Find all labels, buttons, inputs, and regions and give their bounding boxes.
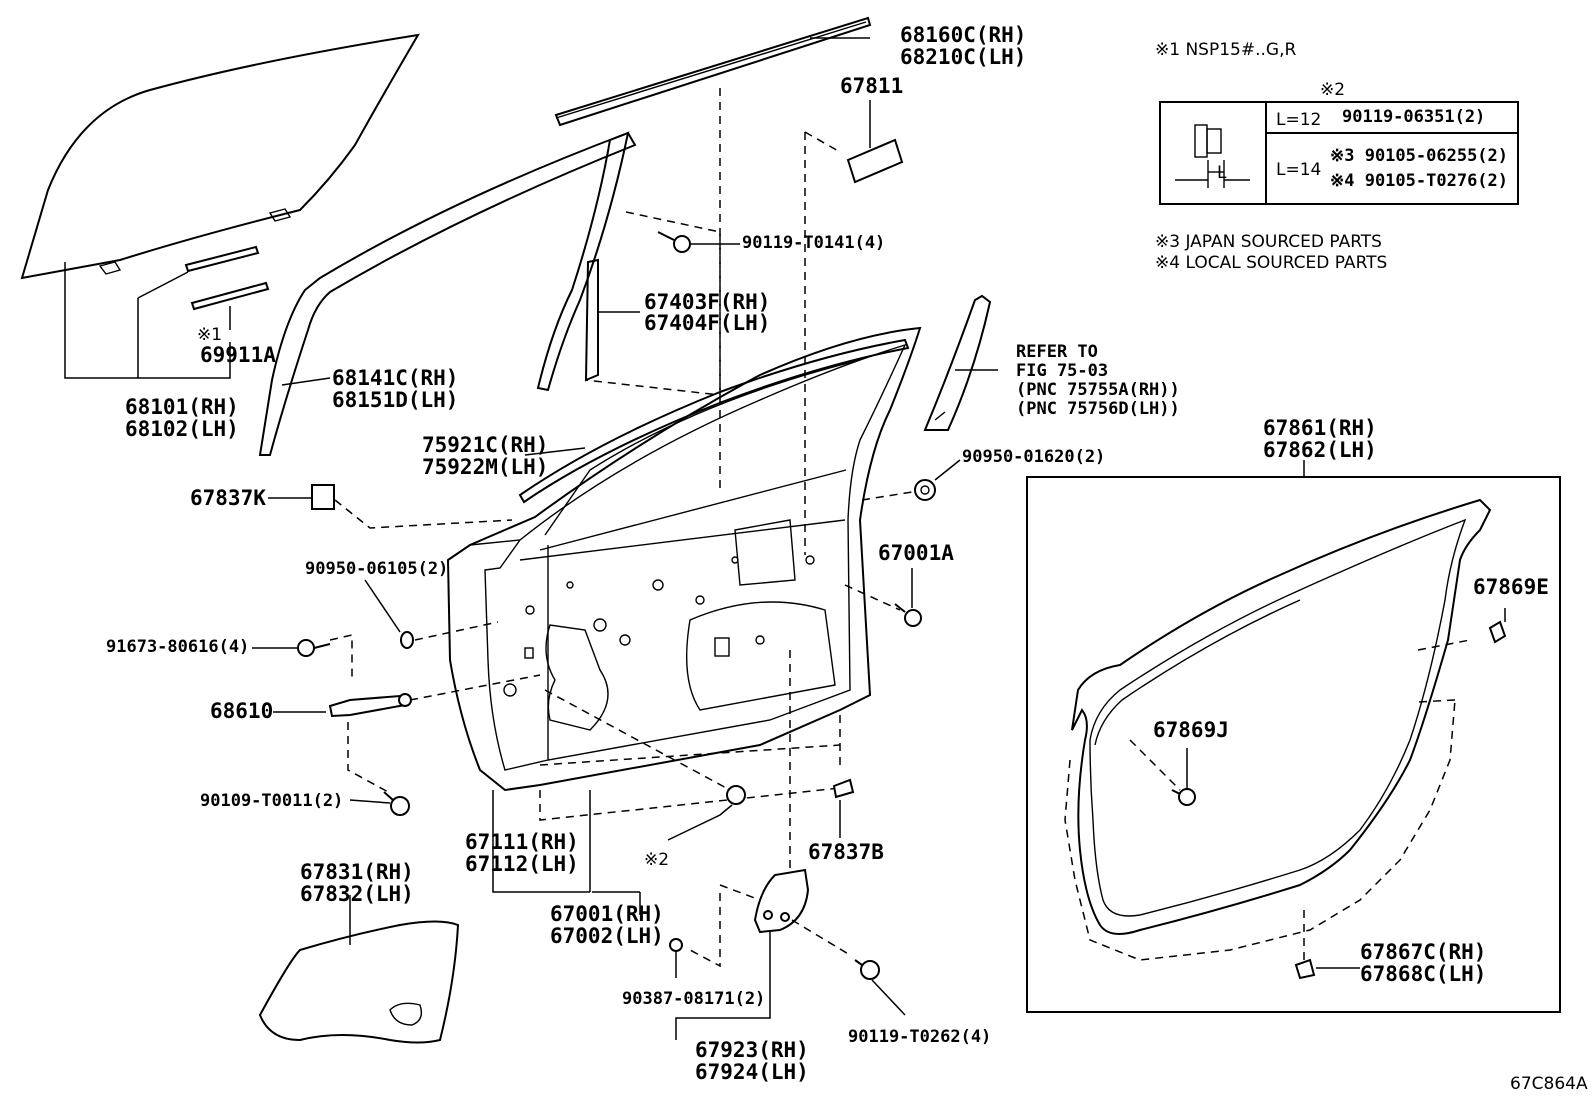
label-68101: 68101(RH) [125, 395, 239, 419]
label-refer-1: REFER TO [1016, 342, 1098, 362]
table-part-1: 90119-06351(2) [1342, 107, 1486, 127]
label-67862: 67862(LH) [1263, 438, 1377, 462]
figure-code: 67C864A [1510, 1074, 1588, 1094]
fastener-table [1159, 101, 1519, 205]
table-part-3: ※4 90105-T0276(2) [1330, 171, 1509, 191]
label-mark1: ※1 [197, 325, 223, 345]
note-2-header: ※2 [1320, 80, 1346, 100]
grommet-90950-01620 [914, 479, 936, 501]
door-glass [20, 33, 420, 280]
body-weatherstrip [1071, 498, 1492, 935]
label-67837b: 67837B [808, 840, 884, 864]
label-68141c: 68141C(RH) [332, 366, 459, 390]
fastener-illustration [1175, 124, 1250, 188]
pad-67837k [311, 484, 335, 510]
table-part-2: ※3 90105-06255(2) [1330, 146, 1509, 166]
pillar-channel [536, 131, 630, 392]
label-67861: 67861(RH) [1263, 416, 1377, 440]
label-90119-t0262: 90119-T0262(4) [848, 1027, 992, 1047]
label-67837k: 67837K [190, 486, 266, 510]
label-68210c: 68210C(LH) [900, 45, 1027, 69]
label-67403f: 67403F(RH) [644, 290, 771, 314]
label-67404f: 67404F(LH) [644, 311, 771, 335]
label-75921c: 75921C(RH) [422, 433, 549, 457]
label-90387: 90387-08171(2) [622, 989, 766, 1009]
label-67867c: 67867C(RH) [1360, 940, 1487, 964]
bolt-90119-t0262 [854, 959, 880, 980]
nut-90387 [669, 938, 683, 952]
table-length-2: L=14 [1276, 160, 1322, 180]
bolt-mark2 [726, 785, 746, 805]
dim-label: L [1217, 163, 1227, 183]
label-refer-2: FIG 75-03 [1016, 361, 1109, 381]
label-90950-06105: 90950-06105(2) [305, 559, 449, 579]
door-check-68610 [328, 693, 412, 718]
cushion-block-67811 [846, 138, 904, 184]
label-68151d: 68151D(LH) [332, 388, 459, 412]
table-divider-h [1265, 132, 1517, 134]
clip-67869e [1488, 620, 1507, 644]
label-67831: 67831(RH) [300, 860, 414, 884]
service-hole-cover [258, 920, 460, 1044]
label-67001: 67001(RH) [550, 902, 664, 926]
door-weatherstrip-outer [518, 338, 910, 504]
label-68610: 68610 [210, 699, 274, 723]
door-hinge [753, 868, 810, 934]
label-67112: 67112(LH) [465, 852, 579, 876]
glass-channel-strips [184, 245, 270, 311]
note-4: ※4 LOCAL SOURCED PARTS [1155, 253, 1388, 273]
label-67868c: 67868C(LH) [1360, 962, 1487, 986]
label-68160c: 68160C(RH) [900, 23, 1027, 47]
label-67869j: 67869J [1153, 718, 1229, 742]
label-90950-01620: 90950-01620(2) [962, 447, 1106, 467]
label-67811: 67811 [840, 74, 904, 98]
label-refer-3: (PNC 75755A(RH)) [1016, 380, 1180, 400]
label-67924: 67924(LH) [695, 1060, 809, 1084]
label-91673: 91673-80616(4) [106, 637, 250, 657]
label-67111: 67111(RH) [465, 830, 579, 854]
clip-67867c [1294, 958, 1316, 980]
bolt-90109 [383, 791, 410, 816]
pillar-garnish [923, 294, 992, 431]
table-length-1: L=12 [1276, 110, 1322, 130]
bolt-91673 [297, 639, 331, 657]
label-67869e: 67869E [1473, 575, 1549, 599]
label-75922m: 75922M(LH) [422, 455, 549, 479]
plug-90950-06105 [400, 631, 414, 649]
label-mark2: ※2 [644, 850, 670, 870]
note-1: ※1 NSP15#..G,R [1155, 40, 1297, 60]
label-90119-t0141: 90119-T0141(4) [742, 233, 886, 253]
label-90109: 90109-T0011(2) [200, 791, 344, 811]
belt-moulding-upper [554, 16, 872, 127]
label-67832: 67832(LH) [300, 882, 414, 906]
bolt-90119-t0141 [657, 231, 691, 253]
door-panel [446, 326, 922, 792]
label-67002: 67002(LH) [550, 924, 664, 948]
pad-67837b [832, 778, 855, 799]
frame-moulding-outer [258, 131, 637, 456]
table-divider-v [1265, 101, 1267, 203]
label-68102: 68102(LH) [125, 417, 239, 441]
label-refer-4: (PNC 75756D(LH)) [1016, 399, 1180, 419]
label-67001a: 67001A [878, 541, 954, 565]
note-3: ※3 JAPAN SOURCED PARTS [1155, 232, 1382, 252]
clip-67001a [894, 603, 922, 627]
label-69911a: 69911A [200, 343, 276, 367]
label-67923: 67923(RH) [695, 1038, 809, 1062]
clip-67869j [1171, 788, 1196, 806]
